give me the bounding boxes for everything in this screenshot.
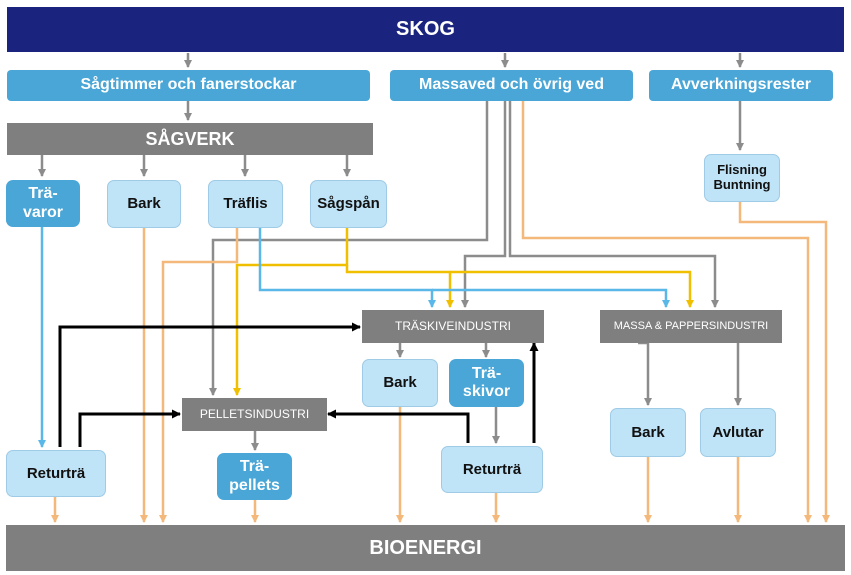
traskiveindustri-label: TRÄSKIVEINDUSTRI bbox=[394, 318, 511, 333]
trapellets-box: Trä- pellets bbox=[217, 453, 292, 500]
arrow-sagspan-traskive bbox=[345, 265, 454, 308]
travaror-box: Trä- varor bbox=[6, 180, 80, 227]
bark3-box: Bark bbox=[610, 408, 686, 457]
returtra1-box: Returträ bbox=[6, 450, 106, 497]
returtra2-box: Returträ bbox=[441, 446, 543, 493]
arrow-massaved-bioenergi bbox=[521, 101, 812, 523]
sagspan-box: Sågspån bbox=[310, 180, 387, 228]
sagverk-label: SÅGVERK bbox=[145, 128, 235, 149]
bark2-box: Bark bbox=[362, 359, 438, 407]
arrow-massaved-pellets bbox=[209, 101, 489, 396]
arrow-sagspan-massa bbox=[450, 270, 694, 308]
arrow-returtra1-traskive bbox=[58, 322, 361, 447]
massa-pappersindustri-bar: MASSA & PAPPERSINDUSTRI bbox=[600, 310, 782, 343]
arrow-traflis-massa bbox=[432, 288, 670, 308]
traskivor-label: Trä- skivor bbox=[462, 364, 511, 400]
traskivor-box: Trä- skivor bbox=[449, 359, 524, 407]
arrow-returtra1-pellets bbox=[78, 409, 181, 447]
arrow-returtra2-pellets bbox=[327, 409, 470, 443]
arrow-massaved-traskive bbox=[461, 101, 507, 308]
avverkningsrester-box: Avverkningsrester bbox=[649, 70, 833, 101]
massaved-label: Massaved och övrig ved bbox=[419, 76, 604, 94]
bark3-label: Bark bbox=[631, 423, 665, 441]
arrow-traflis-bioenergi bbox=[159, 228, 239, 523]
traflis-box: Träflis bbox=[208, 180, 283, 228]
pelletsindustri-label: PELLETSINDUSTRI bbox=[199, 406, 310, 421]
avverkningsrester-label: Avverkningsrester bbox=[671, 76, 811, 94]
flisning-box: Flisning Buntning bbox=[704, 154, 780, 202]
sagspan-label: Sågspån bbox=[317, 195, 380, 213]
traskiveindustri-bar: TRÄSKIVEINDUSTRI bbox=[362, 310, 544, 343]
avlutar-label: Avlutar bbox=[712, 423, 764, 441]
sagverk-bar: SÅGVERK bbox=[7, 123, 373, 155]
traflis-label: Träflis bbox=[223, 195, 268, 213]
massaved-box: Massaved och övrig ved bbox=[390, 70, 633, 101]
avlutar-box: Avlutar bbox=[700, 408, 776, 457]
arrow-flisning-bioenergi bbox=[738, 202, 830, 523]
bark1-label: Bark bbox=[127, 195, 161, 213]
flisning-label: Flisning Buntning bbox=[713, 162, 771, 192]
bark2-label: Bark bbox=[383, 374, 417, 392]
returtra1-label: Returträ bbox=[26, 464, 86, 482]
sagtimmer-label: Sågtimmer och fanerstockar bbox=[80, 76, 297, 94]
bioenergi-bar: BIOENERGI bbox=[6, 525, 845, 571]
sagtimmer-box: Sågtimmer och fanerstockar bbox=[7, 70, 370, 101]
returtra2-label: Returträ bbox=[462, 460, 522, 478]
trapellets-label: Trä- pellets bbox=[229, 458, 280, 494]
bioenergi-label: BIOENERGI bbox=[369, 536, 482, 559]
skog-label: SKOG bbox=[396, 18, 455, 40]
pelletsindustri-bar: PELLETSINDUSTRI bbox=[182, 398, 327, 431]
arrow-traflis-traskive bbox=[258, 228, 436, 308]
arrow-massaved-massa bbox=[508, 101, 719, 308]
travaror-label: Trä- varor bbox=[22, 185, 64, 221]
skog-bar: SKOG bbox=[7, 7, 844, 52]
arrow-massa-bark bbox=[638, 341, 652, 406]
bark1-box: Bark bbox=[107, 180, 181, 228]
arrow-sagspan-pellets bbox=[233, 228, 349, 396]
massa-pappersindustri-label: MASSA & PAPPERSINDUSTRI bbox=[613, 320, 769, 333]
